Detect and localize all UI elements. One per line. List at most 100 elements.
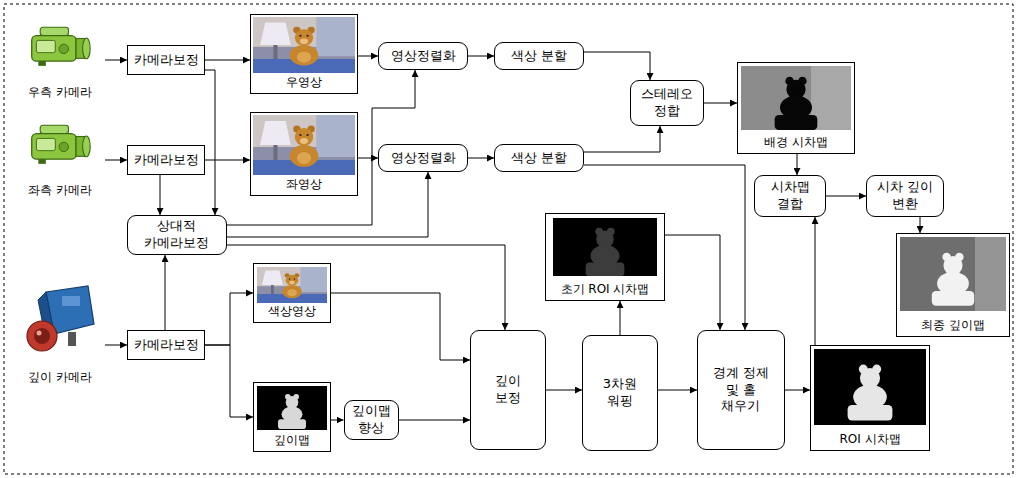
rounded-process-box: 영상정렬화 <box>378 42 468 70</box>
node-label: 카메라보정 <box>134 52 199 69</box>
arrow-connector <box>658 390 697 391</box>
arrow-connector <box>227 172 428 237</box>
node-label: 스테레오 정합 <box>638 86 697 120</box>
image-panel: 우영상 <box>250 14 358 94</box>
node-label: 좌영상 <box>284 177 324 193</box>
node-label: ROI 시차맵 <box>837 432 902 448</box>
node-label: 색상영상 <box>266 304 318 320</box>
image-panel: 초기 ROI 시차맵 <box>545 213 665 301</box>
rounded-process-box: 시차맵 결합 <box>754 175 826 217</box>
depth-map-image <box>975 237 1006 311</box>
rounded-process-box: 상대적 카메라보정 <box>127 215 227 255</box>
arrow-connector <box>920 217 921 233</box>
arrow-connector <box>704 103 737 104</box>
rounded-process-box: 색상 분할 <box>494 42 584 70</box>
device-icon: 깊이 카메라 <box>15 275 105 387</box>
depth-map-image <box>900 237 1006 311</box>
depth-map-image <box>278 394 306 429</box>
process-box: 카메라보정 <box>127 45 205 75</box>
arrow-connector <box>205 293 253 345</box>
rounded-process-box: 깊이맵 향상 <box>344 400 399 440</box>
arrow-connector <box>546 390 582 391</box>
arrow-connector <box>331 420 344 421</box>
arrow-connector <box>797 154 798 175</box>
arrow-connector <box>331 293 470 360</box>
arrow-connector <box>785 390 810 391</box>
node-label: 시차맵 결합 <box>764 179 816 213</box>
node-label: 영상정렬화 <box>391 150 456 167</box>
node-label: 영상정렬화 <box>391 48 456 65</box>
image-panel: 색상영상 <box>253 263 331 323</box>
rounded-process-box: 색상 분할 <box>494 144 584 172</box>
node-label: 배경 시차맵 <box>762 135 830 151</box>
rounded-process-box: 깊이 보정 <box>470 330 546 450</box>
arrow-connector <box>815 217 816 345</box>
photo-thumbnail <box>253 17 355 73</box>
disparity-map-image <box>848 365 893 421</box>
rounded-process-box: 영상정렬화 <box>378 144 468 172</box>
node-label: 최종 깊이맵 <box>919 318 987 334</box>
arrow-connector <box>205 70 215 215</box>
arrow-connector <box>665 235 720 330</box>
rounded-process-box: 스테레오 정합 <box>630 80 704 126</box>
photo-thumbnail <box>253 115 355 175</box>
node-label: 깊이 카메라 <box>28 370 92 386</box>
arrow-connector <box>358 158 378 159</box>
process-box: 카메라보정 <box>127 145 205 175</box>
arrow-connector <box>620 301 621 335</box>
rounded-process-box: 3차원 워핑 <box>582 335 658 451</box>
arrow-connector <box>105 60 127 61</box>
image-panel: 배경 시차맵 <box>737 62 855 154</box>
arrow-connector <box>105 160 127 161</box>
image-panel: 최종 깊이맵 <box>896 233 1010 337</box>
arrow-connector <box>358 56 378 57</box>
node-label: 초기 ROI 시차맵 <box>559 282 652 298</box>
arrow-connector <box>205 345 253 417</box>
arrow-connector <box>468 158 494 159</box>
node-label: 상대적 카메라보정 <box>141 218 214 252</box>
arrow-connector <box>160 175 161 215</box>
arrow-connector <box>227 245 505 330</box>
rounded-process-box: 시차 깊이 변환 <box>866 175 944 217</box>
node-label: 카메라보정 <box>134 152 199 169</box>
node-label: 카메라보정 <box>134 337 199 354</box>
rounded-process-box: 경계 정제 및 홀 채우기 <box>697 330 785 450</box>
arrow-connector <box>826 196 866 197</box>
depth-camera-icon <box>27 286 94 351</box>
disparity-map-image <box>741 66 851 130</box>
disparity-map-image <box>553 218 657 276</box>
arrow-connector <box>105 345 127 346</box>
device-icon: 좌측 카메라 <box>15 118 105 200</box>
node-label: 우측 카메라 <box>28 85 92 101</box>
node-label: 3차원 워핑 <box>598 376 642 410</box>
node-label: 경계 정제 및 홀 채우기 <box>710 365 772 416</box>
depth-map-image <box>932 253 974 306</box>
node-label: 색상 분할 <box>511 48 567 65</box>
disparity-map-image <box>586 228 625 276</box>
node-label: 깊이 보정 <box>492 373 523 407</box>
image-panel: 깊이맵 <box>253 382 331 452</box>
arrow-connector <box>165 255 166 330</box>
disparity-map-image <box>775 77 818 130</box>
image-panel: ROI 시차맵 <box>810 345 930 451</box>
node-label: 시차 깊이 변환 <box>873 179 938 213</box>
process-box: 카메라보정 <box>127 330 205 360</box>
photo-thumbnail <box>257 267 327 303</box>
arrow-connector <box>205 60 250 61</box>
arrow-connector <box>205 160 250 161</box>
arrow-connector <box>584 52 650 80</box>
device-icon: 우측 카메라 <box>15 20 105 102</box>
arrow-connector <box>399 420 471 421</box>
camera-icon <box>32 125 90 164</box>
node-label: 깊이맵 향상 <box>349 403 393 437</box>
image-panel: 좌영상 <box>250 112 358 196</box>
arrow-connector <box>468 56 494 57</box>
node-label: 좌측 카메라 <box>28 183 92 199</box>
node-label: 깊이맵 <box>272 433 312 449</box>
outer-border <box>4 4 1013 474</box>
node-label: 우영상 <box>284 75 324 91</box>
camera-icon <box>32 27 90 66</box>
depth-map-image <box>257 386 327 430</box>
disparity-map-image <box>814 349 926 425</box>
